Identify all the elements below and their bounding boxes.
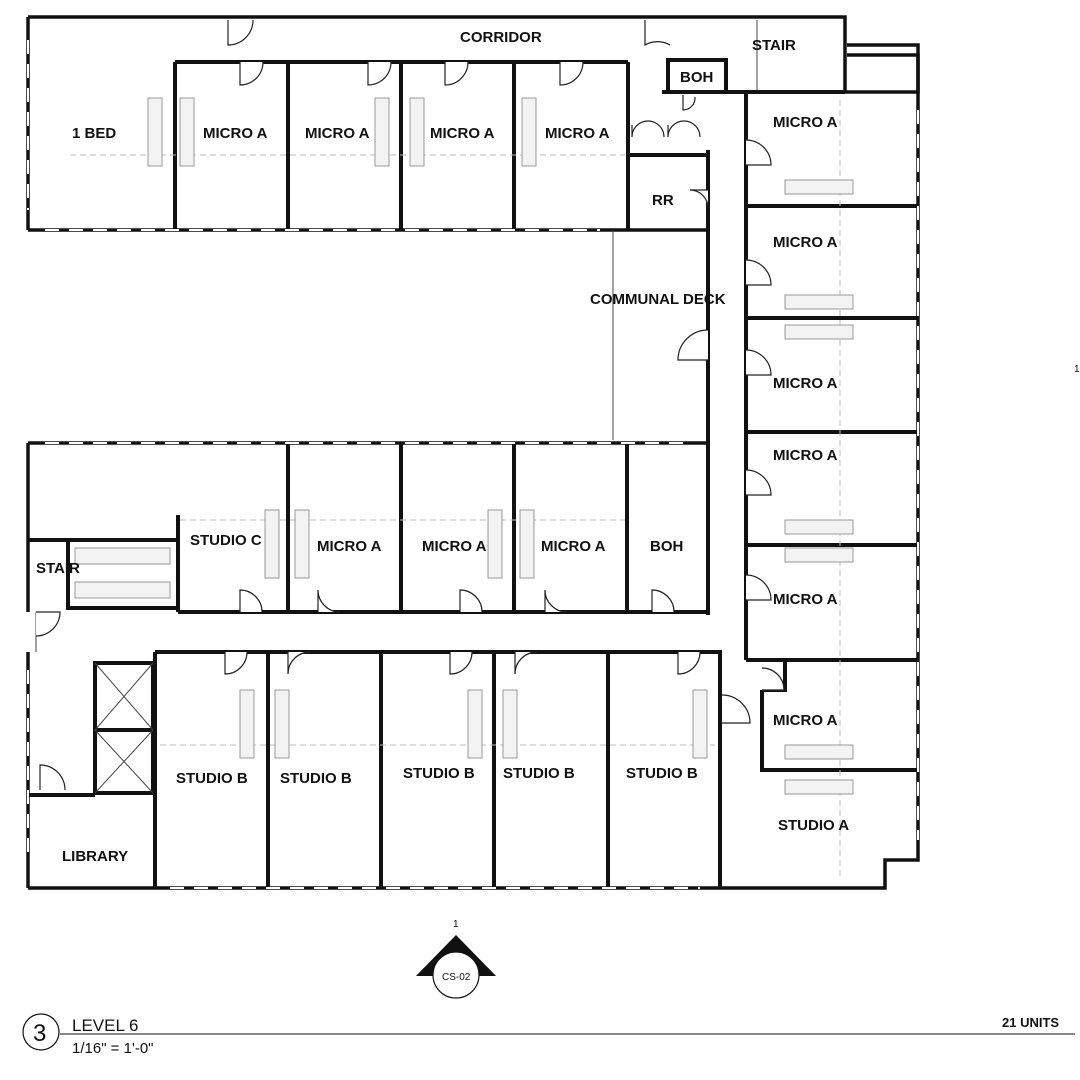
title-block: 3 LEVEL 6 1/16" = 1'-0" 21 UNITS [22, 1013, 1075, 1057]
drawing-title: LEVEL 6 [72, 1016, 138, 1035]
studio-b1-label: STUDIO B [176, 770, 248, 787]
library-label: LIBRARY [62, 848, 128, 865]
micro-e6-label: MICRO A [773, 712, 838, 729]
section-sheet: CS-02 [442, 972, 471, 983]
micro-m3-label: MICRO A [541, 538, 606, 555]
dashed-guides [70, 100, 841, 880]
studio-b2-label: STUDIO B [280, 770, 352, 787]
micro-n2-label: MICRO A [305, 125, 370, 142]
micro-e3-label: MICRO A [773, 375, 838, 392]
drawing-scale: 1/16" = 1'-0" [72, 1040, 153, 1057]
micro-n1-label: MICRO A [203, 125, 268, 142]
studio-b5-label: STUDIO B [626, 765, 698, 782]
micro-n4-label: MICRO A [545, 125, 610, 142]
communal-deck-label: COMMUNAL DECK [590, 291, 726, 308]
studio-b3-label: STUDIO B [403, 765, 475, 782]
studio-b4-label: STUDIO B [503, 765, 575, 782]
stair-graphics [74, 97, 854, 795]
micro-m2-label: MICRO A [422, 538, 487, 555]
section-marker: 1 CS-02 [416, 919, 496, 999]
stair-ne-label: STAIR [752, 37, 796, 54]
drawing-number: 3 [33, 1020, 46, 1047]
doors [35, 19, 785, 791]
micro-m1-label: MICRO A [317, 538, 382, 555]
micro-n3-label: MICRO A [430, 125, 495, 142]
studio-a-label: STUDIO A [778, 817, 849, 834]
micro-e5-label: MICRO A [773, 591, 838, 608]
micro-e2-label: MICRO A [773, 234, 838, 251]
micro-e4-label: MICRO A [773, 447, 838, 464]
studio-c-label: STUDIO C [190, 532, 262, 549]
boh-middle-label: BOH [650, 538, 683, 555]
boh-north-label: BOH [680, 69, 713, 86]
stair-west-label: STAIR [36, 560, 80, 577]
section-number: 1 [453, 919, 459, 930]
edge-mark: 1 [1074, 364, 1080, 375]
micro-e1-label: MICRO A [773, 114, 838, 131]
rr-label: RR [652, 192, 674, 209]
room-labels: CORRIDOR STAIR BOH 1 BED MICRO A MICRO A… [36, 29, 849, 865]
windows [27, 40, 919, 889]
unit-count: 21 UNITS [1002, 1015, 1059, 1030]
corridor-label: CORRIDOR [460, 29, 542, 46]
one-bed-label: 1 BED [72, 125, 116, 142]
